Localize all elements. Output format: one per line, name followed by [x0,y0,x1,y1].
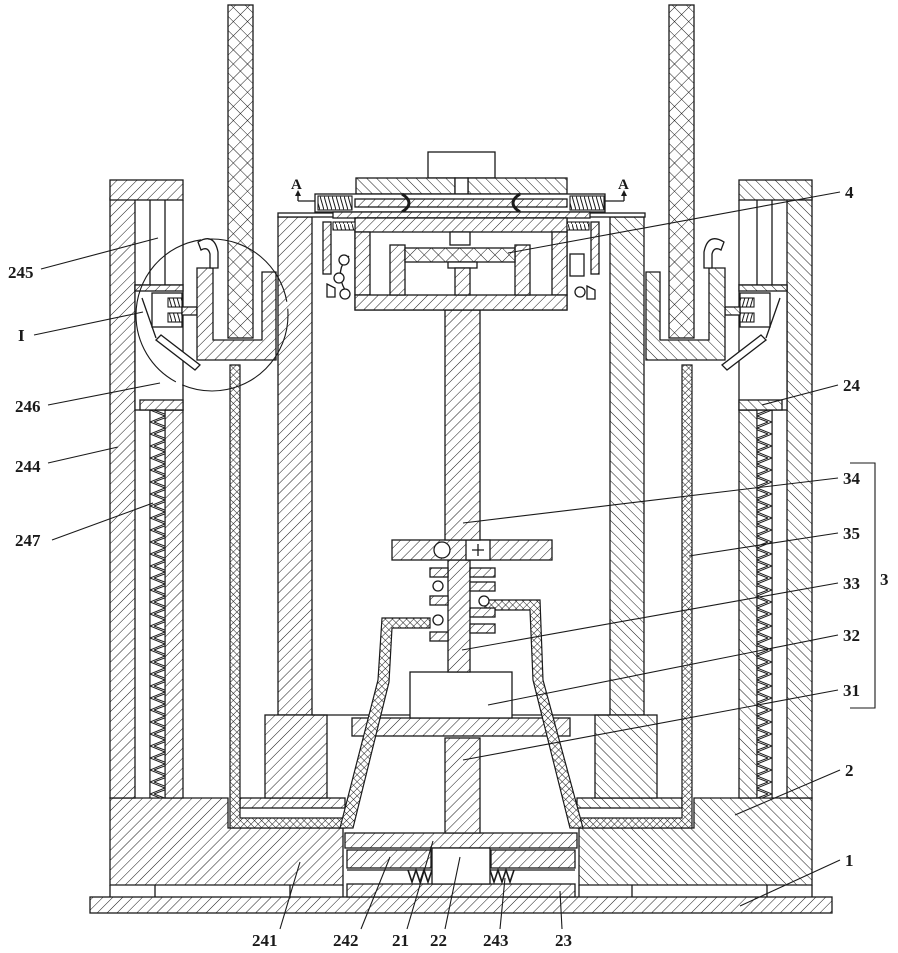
right-guide-pillar [669,5,694,338]
head-guide-block [450,232,470,245]
gear-tooth-right [470,624,495,633]
gear-tooth-right [470,582,495,591]
left-guide-pillar [228,5,253,338]
callout-21: 21 [392,931,409,950]
head-screw-rod [355,199,567,207]
cross-bar-bearing [434,542,450,558]
right-lift-spring [757,410,772,798]
callout-241: 241 [252,931,278,950]
left-frame-inner-wall [165,410,183,798]
left-support-wall [278,217,312,715]
gear-tooth-left [430,596,448,605]
head-inner-post-right [515,245,530,295]
callout-242: 242 [333,931,359,950]
callout-31: 31 [843,681,860,700]
head-piston [455,268,470,295]
gear-tooth-left [430,568,448,577]
head-spring-left [318,196,352,210]
left-frame-top-cap [110,180,183,200]
head-roller-right [575,287,585,297]
left-latch-spring-upper [168,298,182,307]
drive-top-plate [345,833,577,848]
head-body-side-right [552,232,567,295]
base-plate [90,897,832,913]
drive-motor [432,848,490,884]
head-side-slider-right [570,254,584,276]
callout-1: 1 [845,851,854,870]
support-platform [352,718,570,736]
callout-4: 4 [845,183,854,202]
left-latch-spring-lower [168,313,182,322]
left-lower-block [265,715,327,798]
callout-244: 244 [15,457,41,476]
callout-243: 243 [483,931,509,950]
left-latch-bolt [182,307,197,315]
right-latch-spring-lower [740,313,754,322]
right-lower-block [595,715,657,798]
callout-I: I [18,326,25,345]
head-inner-post-left [390,245,405,295]
drive-gear-plate-right [491,850,575,868]
head-clamp-plate [333,212,590,218]
gear-ball-right [479,596,489,606]
head-body-bottom [355,295,567,310]
left-container-ledge [240,798,345,808]
gear-tooth-right [470,608,495,617]
callout-246: 246 [15,397,41,416]
right-frame-inner-wall [739,410,757,798]
head-spring-right [570,196,604,210]
gear-stack-shaft [448,560,470,672]
motor-block [410,672,512,718]
right-container-ledge [577,798,682,808]
section-label-right: A [618,177,629,193]
head-side-spring-left [333,222,355,230]
callout-35: 35 [843,524,860,543]
callout-2: 2 [845,761,854,780]
gear-ball-left [433,581,443,591]
gear-tooth-right [470,568,495,577]
right-slide-box-cap [739,285,787,291]
head-press-plate [405,248,515,262]
callout-34: 34 [843,469,861,488]
callout-23: 23 [555,931,572,950]
left-lift-spring [150,410,165,798]
lower-shaft [445,738,480,833]
callout-247: 247 [15,531,41,550]
drive-bottom-plate [347,884,575,897]
callout-32: 32 [843,626,860,645]
right-frame-outer-wall [787,198,812,798]
head-body-side-left [355,232,370,295]
gear-tooth-left [430,632,448,641]
head-upper-plate-left [356,178,455,194]
left-frame-outer-wall [110,198,135,798]
left-slide-box-base [140,400,183,410]
gear-ball-left [433,615,443,625]
head-stem [455,178,468,194]
head-side-arm-right [591,222,599,274]
head-upper-plate-right [468,178,567,194]
right-frame-top-cap [739,180,812,200]
right-latch-spring-upper [740,298,754,307]
head-roller-left [339,255,349,265]
head-top-block [428,152,495,178]
head-side-arm-left [323,222,331,274]
right-latch-bolt [725,307,740,315]
callout-24: 24 [843,376,861,395]
head-roller-left [334,273,344,283]
callout-33: 33 [843,574,860,593]
head-side-spring-right [567,222,589,230]
head-body-top [355,218,567,232]
head-roller-left [340,289,350,299]
upper-rod [445,310,480,540]
callout-245: 245 [8,263,34,282]
right-support-wall [610,217,644,715]
head-piston-cap [448,262,477,268]
callout-22: 22 [430,931,447,950]
section-label-left: A [291,177,302,193]
callout-3: 3 [880,570,889,589]
